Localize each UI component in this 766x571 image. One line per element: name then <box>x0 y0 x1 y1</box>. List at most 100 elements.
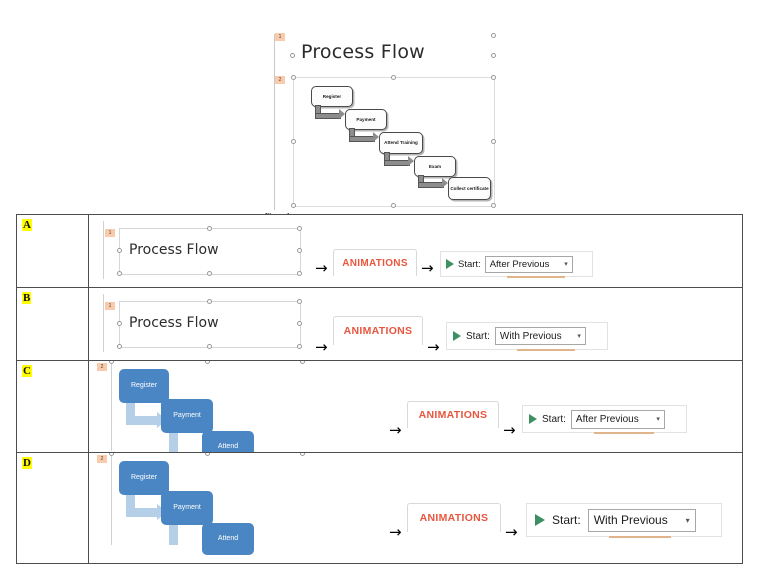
handle-top-left[interactable] <box>109 453 114 456</box>
chevron-down-icon-a[interactable]: ▾ <box>564 260 568 268</box>
chevron-down-icon-b[interactable]: ▾ <box>577 332 581 340</box>
slide-thumbnail-d[interactable]: 2 Register Payment Attend <box>97 453 310 555</box>
handle-top-center[interactable] <box>207 226 212 231</box>
animation-order-badge-d: 2 <box>97 455 107 463</box>
handle-bottom-right[interactable] <box>297 271 302 276</box>
handle-top-right[interactable] <box>300 453 305 456</box>
handle-top-right[interactable] <box>491 33 496 38</box>
play-icon-a <box>446 259 454 269</box>
slide-thumbnail-a[interactable]: 1 Process Flow <box>97 219 310 282</box>
flow-arrow-shaft-1-d <box>126 508 159 517</box>
table-row: C 2 Register Payment Attend <box>16 360 743 453</box>
animation-order-badge-c: 2 <box>97 363 107 371</box>
flow-arrow-stem-1-c <box>126 401 135 425</box>
handle-mid-right[interactable] <box>491 139 496 144</box>
option-letter-cell-b: B <box>16 287 89 361</box>
flow-node-exam: Exam <box>414 156 456 177</box>
handle-top-center[interactable] <box>207 299 212 304</box>
start-dropdown-d[interactable]: With Previous ▾ <box>587 508 696 532</box>
handle-top-right[interactable] <box>297 226 302 231</box>
slide-thumbnail-b[interactable]: 1 Process Flow <box>97 292 310 355</box>
handle-right[interactable] <box>491 53 496 58</box>
dropdown-underline-d <box>609 536 671 538</box>
handle-bottom-right[interactable] <box>297 344 302 349</box>
option-content-cell-a: 1 Process Flow → <box>88 214 743 288</box>
table-row: B 1 Process Flow <box>16 287 743 361</box>
start-label-b: Start: <box>466 330 490 342</box>
title-textbox-a[interactable]: Process Flow <box>117 226 302 276</box>
flow-node-register-c: Register <box>119 369 169 403</box>
slide-title-text-a: Process Flow <box>129 242 219 258</box>
handle-bottom-left[interactable] <box>117 271 122 276</box>
start-label-c: Start: <box>542 413 566 425</box>
start-dropdown-b[interactable]: With Previous ▾ <box>494 327 586 345</box>
start-control-group-d[interactable]: Start: With Previous ▾ <box>526 503 722 537</box>
start-dropdown-value-a: After Previous <box>489 258 550 270</box>
handle-top-center[interactable] <box>391 75 396 80</box>
option-letter-d: D <box>22 457 32 469</box>
start-dropdown-value-b: With Previous <box>499 330 562 342</box>
flow-arrow-shaft-1-c <box>126 416 159 425</box>
slide-title-placeholder[interactable]: Process Flow <box>290 33 496 76</box>
flow-arrow-stem-2-d <box>169 523 178 545</box>
option-content-cell-d: 2 Register Payment Attend → <box>88 452 743 564</box>
flow-node-payment-d: Payment <box>161 491 213 525</box>
handle-bottom-center[interactable] <box>207 271 212 276</box>
handle-top-right[interactable] <box>491 75 496 80</box>
start-control-group-c[interactable]: Start: After Previous ▾ <box>522 405 687 433</box>
handle-bottom-center[interactable] <box>391 203 396 208</box>
handle-top-center[interactable] <box>205 453 210 456</box>
handle-mid-left[interactable] <box>291 139 296 144</box>
start-dropdown-value-c: After Previous <box>575 413 639 425</box>
handle-top-left[interactable] <box>109 361 114 364</box>
flow-arrow-stem-1-d <box>126 493 135 517</box>
handle-right[interactable] <box>297 321 302 326</box>
option-letter-c: C <box>22 365 32 377</box>
slide-content-placeholder[interactable]: Register Payment Attend Training Exam <box>291 75 496 208</box>
title-textbox-b[interactable]: Process Flow <box>117 299 302 349</box>
ribbon-tab-label-c: ANIMATIONS <box>418 409 488 421</box>
animation-order-badge-a: 1 <box>105 229 115 237</box>
figure-1-region: 1 Process Flow 2 Register Payment Attend… <box>265 30 510 220</box>
chevron-down-icon-d[interactable]: ▾ <box>685 515 690 525</box>
flow-node-attend-c: Attend <box>202 431 254 452</box>
handle-top-right[interactable] <box>300 361 305 364</box>
handle-left[interactable] <box>290 53 295 58</box>
chevron-down-icon-c[interactable]: ▾ <box>656 415 660 423</box>
handle-left[interactable] <box>117 248 122 253</box>
flow-arrow-stem-2-c <box>169 431 178 452</box>
ribbon-tab-label-d: ANIMATIONS <box>419 512 489 524</box>
dropdown-underline-b <box>517 349 575 351</box>
ribbon-tab-animations-b[interactable]: ANIMATIONS <box>333 316 423 345</box>
step-arrow-2-c: → <box>503 421 516 439</box>
step-arrow-1-a: → <box>315 259 328 277</box>
handle-top-center[interactable] <box>205 361 210 364</box>
step-arrow-2-d: → <box>505 523 518 541</box>
play-icon-b <box>453 331 461 341</box>
handle-bottom-left[interactable] <box>117 344 122 349</box>
slide-thumbnail-c[interactable]: 2 Register Payment Attend <box>97 361 310 452</box>
option-letter-cell-c: C <box>16 360 89 453</box>
ribbon-tab-animations-a[interactable]: ANIMATIONS <box>333 249 417 276</box>
slide-edge-rule <box>274 34 275 210</box>
start-control-group-a[interactable]: Start: After Previous ▾ <box>440 251 593 277</box>
flow-node-collect-certificate: Collect certificate <box>448 177 491 200</box>
start-dropdown-c[interactable]: After Previous ▾ <box>570 409 665 429</box>
ribbon-tab-animations-c[interactable]: ANIMATIONS <box>407 401 499 428</box>
handle-top-left[interactable] <box>291 75 296 80</box>
handle-right[interactable] <box>297 248 302 253</box>
play-icon-c <box>529 414 537 424</box>
start-dropdown-value-d: With Previous <box>593 513 668 527</box>
start-control-group-b[interactable]: Start: With Previous ▾ <box>446 322 608 350</box>
handle-bottom-center[interactable] <box>207 344 212 349</box>
step-arrow-1-c: → <box>389 421 402 439</box>
handle-bottom-right[interactable] <box>491 203 496 208</box>
ribbon-tab-animations-d[interactable]: ANIMATIONS <box>407 503 501 532</box>
slide-title-text: Process Flow <box>301 41 425 63</box>
flow-node-payment: Payment <box>345 109 387 130</box>
handle-top-right[interactable] <box>297 299 302 304</box>
start-dropdown-a[interactable]: After Previous ▾ <box>484 255 573 273</box>
handle-bottom-left[interactable] <box>291 203 296 208</box>
handle-left[interactable] <box>117 321 122 326</box>
table-row: A 1 Process Flow <box>16 214 743 288</box>
